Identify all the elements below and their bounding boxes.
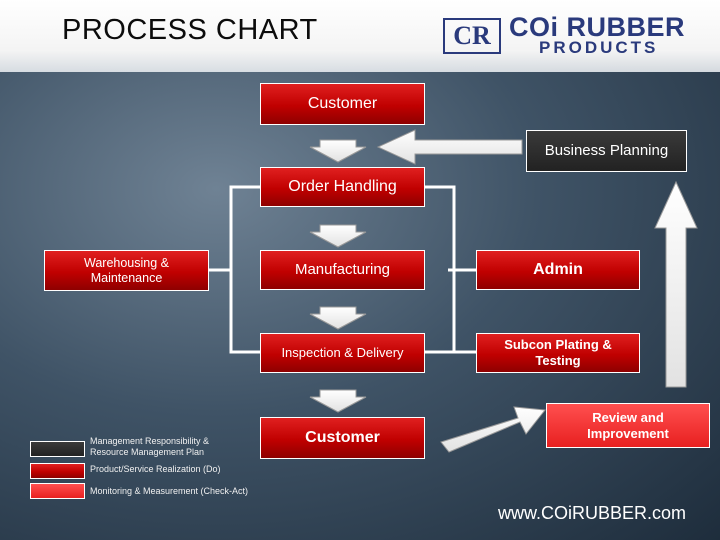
order-handling-label: Order Handling	[288, 178, 397, 196]
warehousing-label: Warehousing & Maintenance	[84, 255, 169, 285]
legend-label-monitoring: Monitoring & Measurement (Check-Act)	[90, 486, 249, 496]
inspection-label: Inspection & Delivery	[281, 345, 404, 361]
inspection-box: Inspection & Delivery	[260, 333, 425, 373]
customer-top-box: Customer	[260, 83, 425, 125]
review-box: Review and Improvement	[546, 403, 710, 448]
logo-subtitle: PRODUCTS	[539, 38, 659, 57]
legend-swatch-monitoring	[30, 483, 85, 499]
customer-bottom-box: Customer	[260, 417, 425, 459]
order-handling-box: Order Handling	[260, 167, 425, 207]
legend-label-realization: Product/Service Realization (Do)	[90, 464, 221, 474]
warehousing-box: Warehousing & Maintenance	[44, 250, 209, 291]
business-planning-arrow	[376, 129, 523, 165]
logo-mark: CR	[443, 18, 501, 54]
down-arrow-1	[309, 139, 367, 163]
manufacturing-box: Manufacturing	[260, 250, 425, 290]
header-band	[0, 0, 720, 72]
manufacturing-label: Manufacturing	[294, 261, 391, 278]
down-arrow-4	[309, 389, 367, 413]
company-logo: CR COi RUBBER PRODUCTS	[443, 12, 703, 60]
admin-label: Admin	[533, 261, 583, 279]
legend-swatch-management	[30, 441, 85, 457]
logo-name: COi RUBBER	[509, 12, 686, 42]
admin-box: Admin	[476, 250, 640, 290]
customer-top-label: Customer	[307, 95, 378, 113]
subcon-label: Subcon Plating & Testing	[504, 337, 612, 368]
subcon-box: Subcon Plating & Testing	[476, 333, 640, 373]
legend-label-management: Management Responsibility & Resource Man…	[90, 436, 210, 458]
business-planning-box: Business Planning	[526, 130, 687, 172]
down-arrow-3	[309, 306, 367, 330]
review-label: Review and Improvement	[587, 409, 669, 441]
business-planning-label: Business Planning	[544, 142, 669, 159]
website-link[interactable]: www.COiRUBBER.com	[498, 503, 687, 523]
legend-swatch-realization	[30, 463, 85, 479]
down-arrow-2	[309, 224, 367, 248]
upward-feedback-arrow	[654, 180, 698, 388]
diagonal-review-arrow	[440, 406, 546, 453]
customer-bottom-label: Customer	[305, 429, 380, 447]
page-title: PROCESS CHART	[62, 14, 318, 46]
